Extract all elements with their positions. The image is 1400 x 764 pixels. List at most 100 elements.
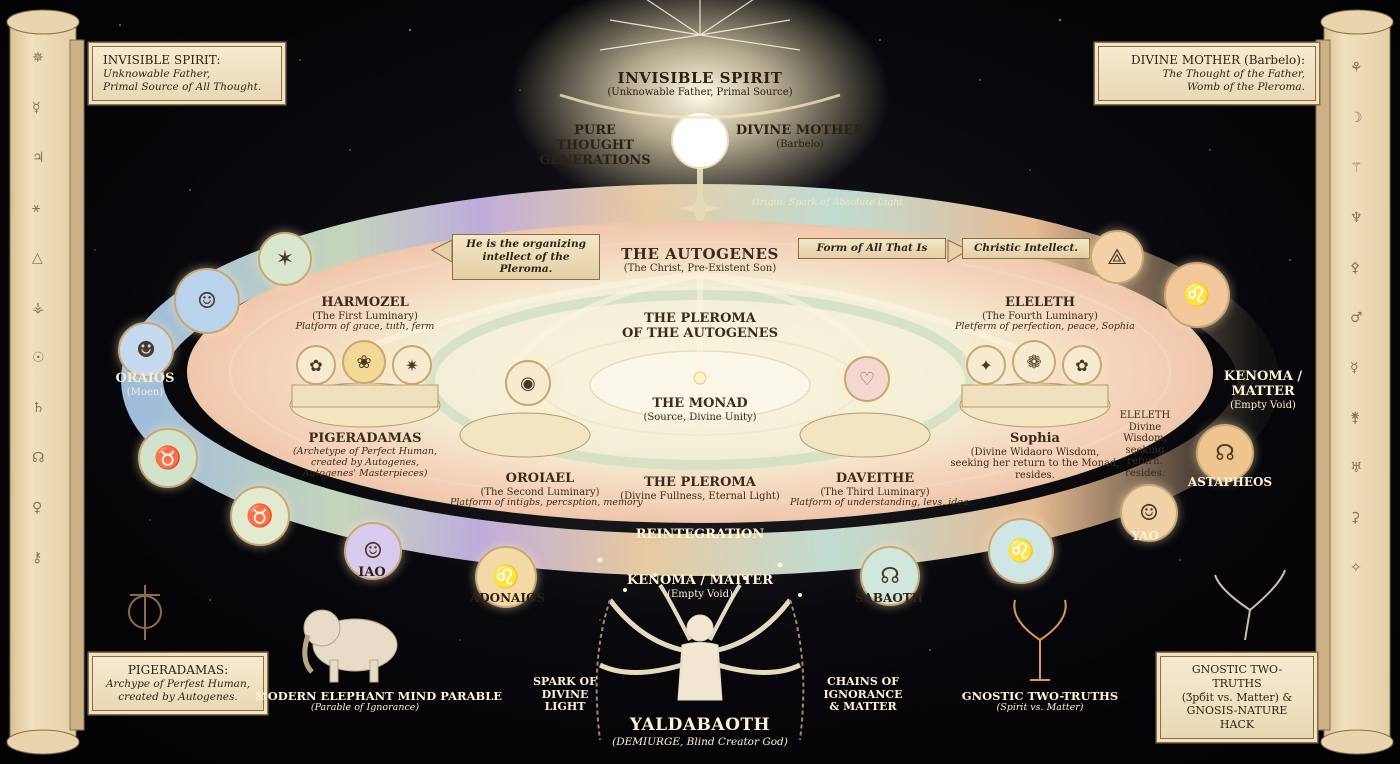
box-text: Unknowable Father, Primal Source of All …: [103, 68, 262, 94]
left-scroll: [6, 9, 85, 755]
glyph-icon: ☊: [32, 450, 45, 466]
title: PIGERADAMAS: [308, 431, 422, 446]
oraios-label: ORAIOS (Moen): [100, 371, 190, 398]
glyph-icon: ⚚: [1350, 160, 1363, 176]
name: ORAIOS: [115, 371, 175, 386]
desc: Platform of grace, tııth, ferm: [295, 321, 435, 333]
glyph-icon: ☿: [32, 100, 41, 116]
star-icon: ✶: [275, 246, 295, 272]
ox-medallion: ♉: [230, 486, 290, 546]
lion-top-medallion: ♌: [1164, 262, 1230, 328]
lion-medallion: ♌: [988, 518, 1054, 584]
lotus-icon: ❁: [1026, 351, 1042, 373]
triangle-icon: ⟁: [1107, 244, 1127, 270]
glyph-icon: ♅: [1350, 460, 1363, 476]
name: DAVEITHE: [835, 471, 915, 486]
pure-thought-label: PURE THOUGHT GENERATIONS: [539, 123, 651, 168]
glyph-icon: ♂: [1350, 310, 1363, 326]
glyph-medallion: ✶: [258, 232, 312, 286]
ape-medallion: ☺: [174, 268, 240, 334]
sub: (Empty Void): [667, 588, 733, 600]
gnostic-truths-box: GNOSTIC TWO-TRUTHS (Ʒpбit vs. Matter) & …: [1160, 656, 1314, 739]
glyph-icon: ♀: [32, 500, 43, 516]
glyph-icon: △: [32, 250, 43, 266]
astapheos-label: ASTAPHEOS: [1187, 475, 1273, 489]
autogenes-ribbon-mid: Form of All That Is: [798, 238, 946, 259]
glyph-icon: ✵: [32, 50, 44, 66]
seed-icon: ✿: [1075, 355, 1089, 375]
glyph-icon: ⚴: [1350, 260, 1361, 276]
sabaoth-label: SABAOTH: [854, 591, 924, 605]
monkey-icon: ☻: [136, 337, 156, 363]
lion-icon: ♌: [492, 564, 520, 590]
sub: (Parable of Ignorance): [310, 702, 420, 714]
glyph-icon: ⚶: [32, 300, 44, 316]
elephant-illustration: [302, 609, 398, 683]
name: ELELETH: [1005, 295, 1075, 310]
yao-label: YAO: [1131, 529, 1159, 543]
autogenes-label: THE AUTOGENES (The Christ, Pre-Existent …: [590, 245, 810, 275]
sub: (Divine Fullness, Eternal Light): [620, 490, 780, 502]
dove-medallion: ✦: [966, 345, 1006, 385]
glyph-icon: ♄: [32, 400, 45, 416]
sub: (The Second Luminary): [480, 486, 600, 498]
rose-medallion: ❀: [342, 340, 386, 384]
serpent-icon: ☊: [1215, 440, 1235, 466]
title: MODERN ELEPHANT MIND PARABLE: [255, 689, 503, 703]
ox-icon: ♉: [246, 503, 274, 529]
rose-icon: ❀: [356, 351, 372, 373]
name: HARMOZEL: [321, 295, 409, 310]
seed-medallion: ✿: [1062, 345, 1102, 385]
light-streams: [358, 272, 1022, 372]
eye-medallion: ◉: [505, 360, 551, 406]
title: YALDABAOTH: [629, 715, 771, 735]
box-text: The Thought of the Father, Womb of the P…: [1162, 68, 1305, 94]
star-icon: ✷: [405, 355, 419, 375]
desc: Platform of intigbs, percsption, memory: [450, 497, 643, 509]
top-glow: [510, 0, 890, 215]
subtitle-text: (The Christ, Pre-Existent Son): [623, 263, 777, 275]
sub: (Empty Void): [1230, 399, 1296, 411]
eleleth-label: ELELETH (The Fourth Luminary) Pletferm o…: [955, 295, 1135, 333]
divine-mother-box: DIVINE MOTHER (Barbelo): The Thought of …: [1098, 46, 1316, 102]
face-icon: ☺: [1139, 500, 1159, 526]
title-text: INVISIBLE SPIRIT: [617, 69, 783, 87]
right-scroll: [1315, 9, 1394, 755]
daveithe-label: DAVEITHE (The Third Luminary) Platform o…: [790, 471, 969, 509]
subtitle-text: (Unknowable Father, Primal Source): [607, 87, 793, 99]
label-text: DIVINE MOTHER: [735, 123, 865, 138]
title: Sophia: [1010, 431, 1060, 446]
autogenes-ribbon-left: He is the organizing intellect of the Pl…: [452, 234, 600, 280]
glyph-icon: ⚘: [1350, 60, 1363, 76]
origin-label: Origin: Spark of Absolute Light: [752, 197, 904, 208]
desc: Platform of understanding, levs, idea: [790, 497, 969, 509]
name: OROIAEL: [505, 471, 575, 486]
spark-label: SPARK OF DIVINE LIGHT: [533, 675, 597, 714]
two-truths-label: GNOSTIC TWO-TRUTHS (Spirit vs. Matter): [960, 689, 1120, 714]
desc: (Archetype of Perfect Human, created by …: [293, 445, 437, 479]
box-title-bold: DIVINE MOTHER: [1130, 53, 1241, 67]
yaldabaoth-figure: [598, 583, 802, 701]
glyph-icon: ☽: [1350, 110, 1363, 126]
sub: (Moen): [126, 386, 164, 398]
sparks: [597, 557, 802, 597]
title-text: THE AUTOGENES: [621, 245, 779, 263]
title: THE PLEROMA: [644, 475, 756, 490]
glyph-icon: ⚳: [1350, 510, 1361, 526]
lion-icon: ♌: [1007, 538, 1035, 564]
glyph-icon: ⚹: [32, 200, 41, 216]
oroiael-label: OROIAEL (The Second Luminary) Platform o…: [450, 471, 643, 509]
kenoma-right-label: KENOMA / MATTER (Empty Void): [1218, 369, 1308, 411]
chains: [595, 599, 805, 741]
iao-label: IAO: [358, 565, 386, 580]
divine-mother-label: DIVINE MOTHER (Barbelo): [735, 123, 865, 150]
harmozel-label: HARMOZEL (The First Luminary) Platform o…: [290, 295, 440, 333]
bull-icon: ♉: [154, 445, 182, 471]
title: KENOMA / MATTER: [626, 573, 774, 588]
star-medallion: ✷: [392, 345, 432, 385]
pigeradamas-label: PIGERADAMAS (Archetype of Perfect Human,…: [290, 431, 440, 480]
phoenix-illustration: [1013, 599, 1067, 681]
chains-label: CHAINS OF IGNORANCE & MATTER: [823, 675, 903, 714]
adonaios-medallion: ♌: [475, 546, 537, 608]
